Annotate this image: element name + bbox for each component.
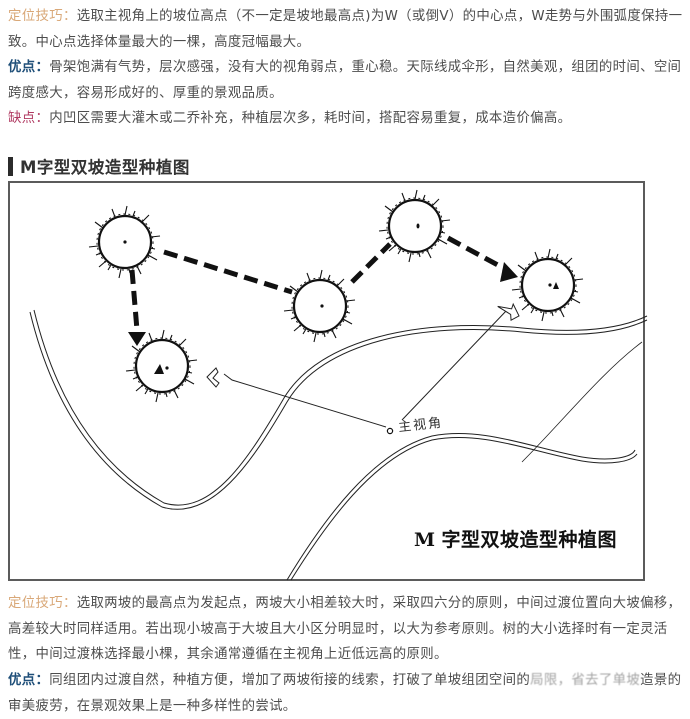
positioning-label: 定位技巧：: [8, 9, 77, 24]
heading-title: M字型双坡造型种植图: [20, 158, 190, 177]
heading-accent-bar: [8, 156, 13, 176]
cons-text: 内凹区需要大灌木或二乔补充，种植层次多，耗时间，搭配容易重复，成本造价偏高。: [49, 111, 572, 126]
positioning-text-2: 选取两坡的最高点为发起点，两坡大小相差较大时，采取四六分的原则，中间过渡位置向大…: [8, 596, 682, 663]
pros-text-2: 同组团内过渡自然，种植方便，增加了两坡衔接的线索，打破了单坡组团空间的: [49, 673, 531, 688]
intro-cons-paragraph: 缺点：内凹区需要大灌木或二乔补充，种植层次多，耗时间，搭配容易重复，成本造价偏高…: [8, 106, 686, 132]
section-heading: M字型双坡造型种植图: [8, 154, 190, 178]
detail-positioning-paragraph: 定位技巧：选取两坡的最高点为发起点，两坡大小相差较大时，采取四六分的原则，中间过…: [8, 591, 686, 668]
figure-caption-text: 字型双坡造型种植图: [441, 529, 618, 551]
pros-label: 优点：: [8, 60, 50, 75]
cons-label: 缺点：: [8, 111, 50, 126]
intro-pros-paragraph: 优点：骨架饱满有气势，层次感强，没有大的视角弱点，重心稳。天际线成伞形，自然美观…: [8, 55, 686, 106]
positioning-label-2: 定位技巧：: [8, 596, 77, 611]
intro-positioning-paragraph: 定位技巧：选取主视角上的坡位高点（不一定是坡地最高点)为W（或倒V）的中心点，W…: [8, 4, 686, 55]
pros-label-2: 优点：: [8, 673, 50, 688]
pros-text-2-faded: 局限，省去了单坡: [530, 673, 641, 688]
figure-caption-letter: M: [414, 529, 436, 551]
pros-text-2-end: 造景的审美疲劳，在景观效果上是一种多样性的尝试。: [8, 673, 682, 714]
positioning-text: 选取主视角上的坡位高点（不一定是坡地最高点)为W（或倒V）的中心点，W走势与外围…: [8, 9, 683, 50]
detail-pros-paragraph: 优点：同组团内过渡自然，种植方便，增加了两坡衔接的线索，打破了单坡组团空间的局限…: [8, 668, 686, 719]
pros-text: 骨架饱满有气势，层次感强，没有大的视角弱点，重心稳。天际线成伞形，自然美观，组团…: [8, 60, 682, 101]
